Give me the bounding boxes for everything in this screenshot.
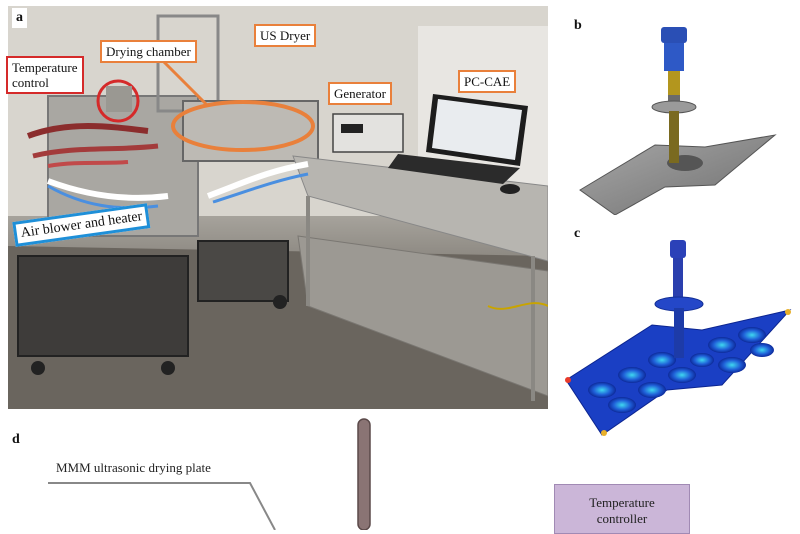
- vibration-mode-c: [565, 240, 792, 436]
- setup-photo-illustration: [8, 6, 548, 409]
- temperature-control-tag: Temperature control: [6, 56, 84, 94]
- setup-photo: [8, 6, 548, 409]
- us-dryer-tag: US Dryer: [254, 24, 317, 47]
- panel-label-a: a: [12, 8, 27, 28]
- pc-cae-tag: PC-CAE: [458, 70, 517, 93]
- schematic-lines: [48, 418, 371, 530]
- plate-label: MMM ultrasonic drying plate: [56, 460, 211, 475]
- generator-tag: Generator: [328, 82, 392, 105]
- drying-chamber-tag: Drying chamber: [100, 40, 197, 63]
- temperature-controller-box: Temperature controller: [554, 484, 690, 534]
- panel-label-b: b: [574, 18, 582, 33]
- panel-label-d: d: [12, 432, 20, 447]
- transducer-model-b: [579, 27, 777, 215]
- panel-label-c: c: [574, 226, 581, 241]
